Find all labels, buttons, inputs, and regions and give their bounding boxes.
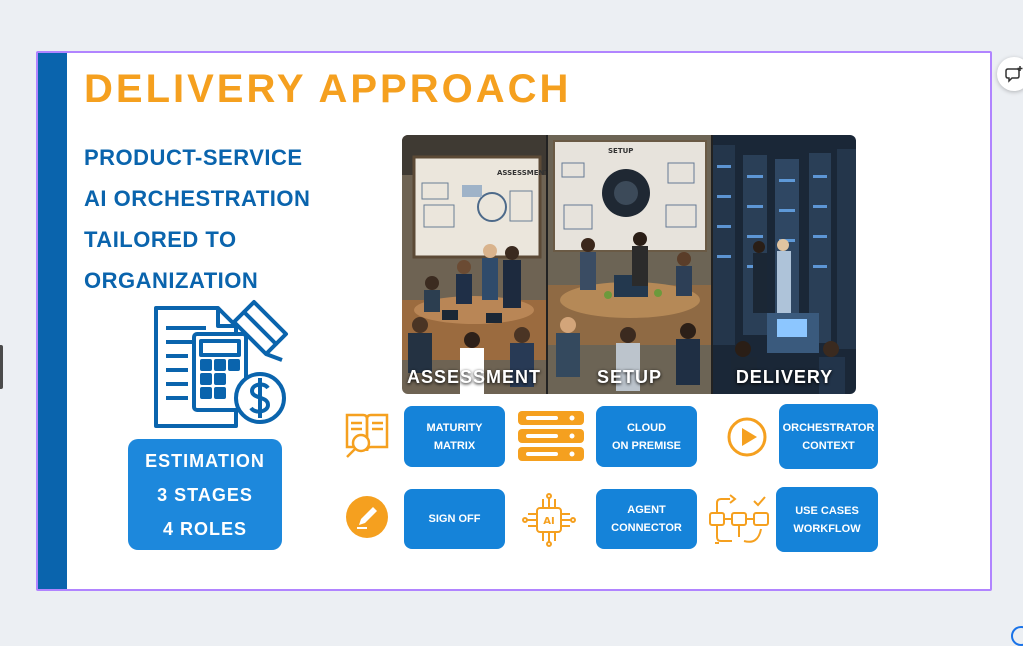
estimation-line: 4 ROLES bbox=[162, 518, 248, 539]
ai-chip-text: AI bbox=[543, 516, 554, 527]
workflow-icon bbox=[709, 494, 769, 544]
chip-maturity-matrix[interactable]: MATURITY MATRIX bbox=[404, 406, 505, 467]
setup-poster-text: SETUP bbox=[608, 147, 633, 155]
estimation-badge[interactable]: ESTIMATION 3 STAGES 4 ROLES bbox=[128, 439, 282, 550]
ai-chip-icon: AI bbox=[522, 493, 576, 547]
server-stack-icon bbox=[518, 411, 584, 461]
assessment-poster-text: ASSESSMENT bbox=[497, 169, 546, 177]
stage-panel-assessment: ASSESSMENT ASSESSMENT bbox=[402, 135, 546, 394]
chip-line: CONNECTOR bbox=[611, 522, 682, 534]
help-button[interactable] bbox=[1011, 626, 1023, 646]
stages-photo[interactable]: ASSESSMENT ASSESSMENT bbox=[402, 135, 856, 394]
estimation-calculator-icon bbox=[154, 300, 288, 428]
add-comment-icon bbox=[1005, 66, 1023, 83]
chip-line: CONTEXT bbox=[802, 439, 855, 452]
chip-line: AGENT bbox=[627, 504, 666, 516]
chip-line: ON PREMISE bbox=[611, 439, 682, 452]
panel-divider bbox=[711, 135, 713, 394]
subtitle-line: TAILORED TO bbox=[84, 227, 237, 252]
book-magnifier-icon bbox=[345, 413, 389, 458]
setup-scene-image: SETUP bbox=[548, 135, 711, 394]
stage-label-setup: SETUP bbox=[596, 367, 662, 387]
pen-circle-icon bbox=[346, 496, 388, 538]
panel-divider bbox=[546, 135, 548, 394]
chip-line: MATRIX bbox=[433, 439, 476, 452]
delivery-scene-image bbox=[713, 135, 856, 394]
chip-line: SIGN OFF bbox=[428, 513, 481, 525]
estimation-line: 3 STAGES bbox=[157, 484, 253, 505]
chip-cloud-on-premise[interactable]: CLOUD ON PREMISE bbox=[596, 406, 697, 467]
slide[interactable]: DELIVERY APPROACH PRODUCT-SERVICE AI ORC… bbox=[38, 53, 990, 589]
chip-line: MATURITY bbox=[426, 421, 483, 434]
slide-selection-frame bbox=[36, 51, 992, 591]
left-accent-bar bbox=[38, 53, 67, 589]
subtitle-line: AI ORCHESTRATION bbox=[84, 186, 311, 211]
subtitle-line: ORGANIZATION bbox=[84, 268, 259, 293]
stage-panel-setup: SETUP SETUP bbox=[548, 135, 711, 394]
chip-sign-off[interactable]: SIGN OFF bbox=[404, 489, 505, 549]
add-comment-button[interactable] bbox=[997, 57, 1023, 91]
slide-title[interactable]: DELIVERY APPROACH bbox=[84, 67, 572, 111]
chip-line: WORKFLOW bbox=[793, 522, 861, 535]
chip-line: USE CASES bbox=[795, 504, 859, 517]
subtitle-line: PRODUCT-SERVICE bbox=[84, 145, 303, 170]
chip-line: CLOUD bbox=[626, 421, 667, 434]
side-panel-handle[interactable] bbox=[0, 345, 3, 389]
slide-subtitle[interactable]: PRODUCT-SERVICE AI ORCHESTRATION TAILORE… bbox=[84, 137, 384, 301]
chip-agent-connector[interactable]: AGENT CONNECTOR bbox=[596, 489, 697, 549]
stage-panel-delivery: DELIVERY bbox=[713, 135, 856, 394]
stage-label-delivery: DELIVERY bbox=[735, 367, 834, 387]
chip-line: ORCHESTRATOR bbox=[782, 421, 875, 434]
chip-use-cases-workflow[interactable]: USE CASES WORKFLOW bbox=[776, 487, 878, 552]
estimation-line: ESTIMATION bbox=[145, 450, 265, 471]
chip-orchestrator-context[interactable]: ORCHESTRATOR CONTEXT bbox=[779, 404, 878, 469]
play-circle-icon bbox=[727, 417, 767, 457]
stage-label-assessment: ASSESSMENT bbox=[406, 367, 542, 387]
assessment-scene-image: ASSESSMENT bbox=[402, 135, 546, 394]
